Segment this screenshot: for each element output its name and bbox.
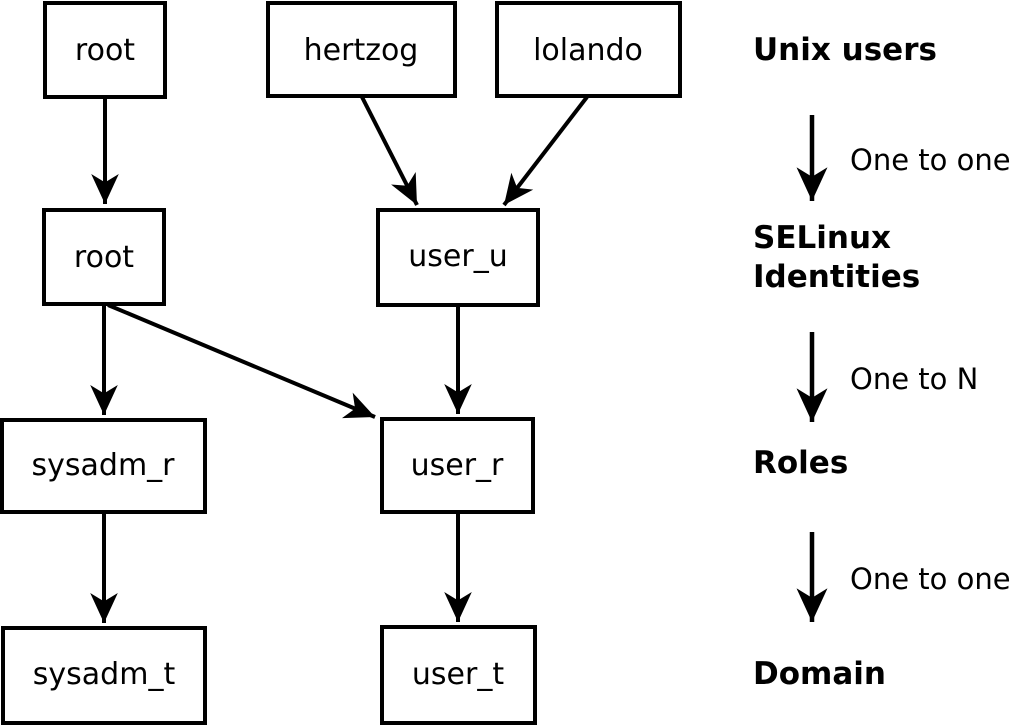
node-unix-lolando-label: lolando	[533, 33, 643, 68]
node-unix-hertzog: hertzog	[266, 1, 457, 98]
legend-one-to-one-b-label: One to one	[850, 562, 1011, 596]
legend-roles-label: Roles	[753, 445, 848, 481]
node-unix-root-label: root	[75, 33, 135, 68]
node-role-sysadm-r-label: sysadm_r	[32, 448, 176, 483]
legend-one-to-n-label: One to N	[850, 362, 978, 396]
legend-one-to-one-a-label: One to one	[850, 143, 1011, 177]
node-identity-root: root	[42, 208, 166, 306]
legend-selinux-line2-label: Identities	[753, 259, 920, 295]
node-domain-sysadm-t: sysadm_t	[1, 626, 207, 725]
edge-root-to-user-r	[107, 303, 376, 419]
node-unix-root-box	[43, 1, 167, 99]
node-identity-user-u-label: user_u	[408, 239, 507, 274]
node-role-user-r-box	[380, 417, 535, 514]
node-identity-user-u: user_u	[376, 208, 540, 307]
node-unix-lolando-box	[495, 1, 682, 98]
node-unix-hertzog-label: hertzog	[304, 33, 419, 68]
node-unix-lolando: lolando	[495, 1, 682, 98]
edge-hertzog-to-user-u	[360, 96, 419, 206]
legend-unix-users-label: Unix users	[753, 32, 937, 68]
node-role-user-r: user_r	[380, 417, 535, 514]
node-domain-sysadm-t-label: sysadm_t	[33, 657, 176, 692]
legend-selinux-line1-label: SELinux	[753, 220, 891, 256]
node-domain-user-t-box	[380, 625, 537, 725]
legend-domain-label: Domain	[753, 656, 886, 692]
node-role-sysadm-r-box	[0, 418, 207, 514]
node-domain-user-t: user_t	[380, 625, 537, 725]
node-identity-root-label: root	[74, 240, 134, 275]
legend: Unix users One to one SELinux Identities…	[753, 32, 1011, 692]
node-identity-root-box	[42, 208, 166, 306]
node-identity-user-u-box	[376, 208, 540, 307]
node-domain-sysadm-t-box	[1, 626, 207, 725]
node-unix-hertzog-box	[266, 1, 457, 98]
edge-lolando-to-user-u	[502, 95, 589, 207]
node-unix-root: root	[43, 1, 167, 99]
node-domain-user-t-label: user_t	[412, 657, 504, 692]
node-role-user-r-label: user_r	[411, 448, 504, 483]
node-role-sysadm-r: sysadm_r	[0, 418, 207, 514]
